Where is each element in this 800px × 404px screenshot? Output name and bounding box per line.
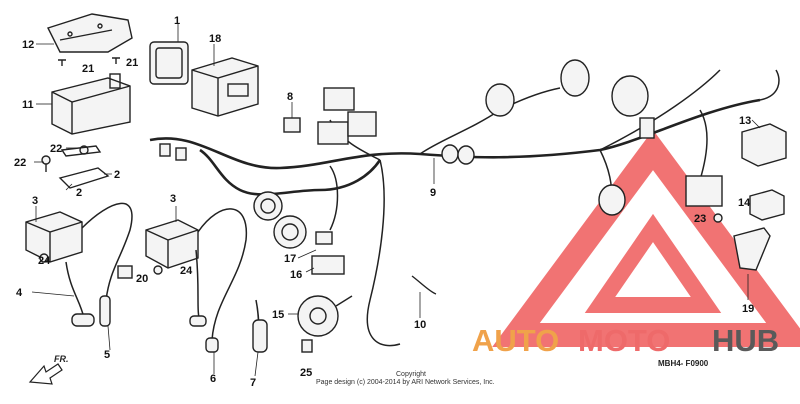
part-label-4: 4	[16, 287, 23, 299]
part-label-17: 17	[284, 253, 296, 265]
watermark-logo-triangle	[492, 129, 800, 347]
front-direction-indicator: FR.	[28, 354, 69, 385]
part-label-24a: 24	[180, 265, 193, 277]
part-label-3b: 3	[170, 193, 176, 205]
relay-part	[149, 41, 189, 85]
part-label-21b: 21	[126, 57, 138, 69]
part-label-12: 12	[22, 39, 34, 51]
connector-part	[301, 231, 437, 353]
part-label-23: 23	[694, 213, 706, 225]
part-label-5: 5	[104, 349, 110, 361]
part-label-8: 8	[287, 91, 293, 103]
part-label-22b: 22	[14, 157, 26, 169]
bolt-part	[58, 57, 120, 66]
connector-part	[283, 117, 301, 133]
part-label-10: 10	[414, 319, 426, 331]
part-label-3a: 3	[32, 195, 38, 207]
part-label-1: 1	[174, 15, 180, 27]
part-label-13: 13	[739, 115, 751, 127]
watermark-moto: MOTO	[578, 323, 670, 358]
part-label-11: 11	[22, 99, 34, 111]
ignition-coil-part	[25, 211, 199, 269]
copyright-heading: Copyright	[396, 371, 426, 378]
part-label-25: 25	[300, 367, 312, 379]
part-label-2b: 2	[76, 187, 82, 199]
battery-case-part	[51, 73, 131, 135]
leader-lines	[31, 24, 761, 377]
part-label-6: 6	[210, 373, 216, 385]
harness-connector	[159, 59, 655, 249]
part-label-19: 19	[742, 303, 754, 315]
part-label-22a: 22	[50, 143, 62, 155]
watermark-auto: AUTO	[472, 323, 559, 358]
part-label-9: 9	[430, 187, 436, 199]
horn-part	[297, 295, 353, 337]
part-label-21a: 21	[82, 63, 94, 75]
arrow-icon	[28, 363, 63, 385]
clamp-part	[41, 145, 110, 189]
screw-part	[39, 253, 163, 279]
part-label-16: 16	[290, 269, 302, 281]
part-label-24b: 24	[38, 255, 51, 267]
relay-part	[685, 123, 787, 271]
part-label-14: 14	[738, 197, 751, 209]
part-label-2a: 2	[114, 169, 120, 181]
watermark-logo-text: AUTO MOTO HUB	[472, 323, 779, 358]
part-label-18: 18	[209, 33, 221, 45]
part-label-20: 20	[136, 273, 148, 285]
part-label-15: 15	[272, 309, 284, 321]
cover-part	[47, 13, 133, 53]
plug-wire-part	[65, 202, 268, 353]
watermark-hub: HUB	[712, 323, 779, 358]
copyright-text: Page design (c) 2004-2014 by ARI Network…	[316, 379, 495, 386]
part-number-labels: 1 12 21 21 11 18 8 22 22 2 2 3 3 9 13 14…	[14, 15, 754, 389]
direction-label: FR.	[54, 354, 69, 364]
regulator-part	[191, 57, 259, 117]
part-label-7: 7	[250, 377, 256, 389]
drawing-code: MBH4- F0900	[658, 359, 709, 368]
